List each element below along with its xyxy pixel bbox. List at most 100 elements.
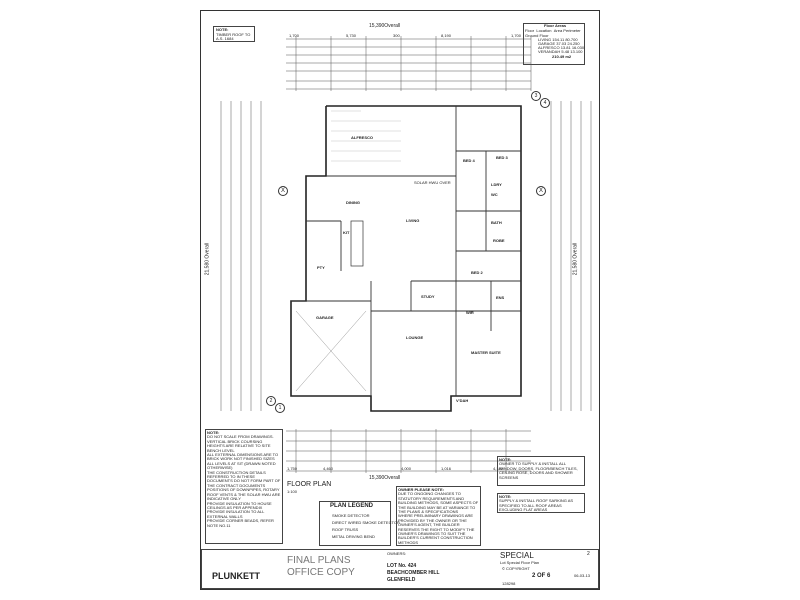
- timber-roof-note-title: NOTE:: [216, 27, 229, 32]
- grid-marker-2: 2: [266, 396, 276, 406]
- floor-areas-row: ALFRESCO 13.81 16.030: [538, 45, 585, 50]
- revision-number: 2: [587, 551, 590, 557]
- room-pty: PTY: [317, 265, 325, 270]
- cell: 5.48: [561, 49, 570, 54]
- room-lounge: LOUNGE: [406, 335, 424, 340]
- header-location: Location: [536, 28, 552, 33]
- design-name: SPECIAL: [500, 551, 534, 560]
- top-dim: 5,730: [346, 33, 357, 38]
- plan-legend: PLAN LEGEND SMOKE DETECTOR DIRECT WIRED …: [319, 501, 400, 546]
- bottom-dim: 4,180: [493, 466, 504, 471]
- street-name: BEACHCOMBER HILL: [387, 570, 440, 576]
- room-alfresco: ALFRESCO: [351, 135, 373, 140]
- room-study: STUDY: [421, 294, 435, 299]
- title-block: PLUNKETT FINAL PLANS OFFICE COPY OWNERS:…: [201, 549, 599, 589]
- room-master-suite: MASTER SUITE: [471, 350, 501, 355]
- cell: VERANDAH: [538, 49, 561, 54]
- room-garage: GARAGE: [316, 315, 334, 320]
- job-number: 128298: [502, 581, 516, 586]
- floor-areas-header: Floor Location Area Perimeter: [525, 28, 581, 33]
- general-notes-list: DO NOT SCALE FROM DRAWINGS. VERTICAL BRI…: [207, 434, 281, 528]
- sheet-number: 2 OF 6: [532, 573, 551, 579]
- grid-marker-4: 4: [540, 98, 550, 108]
- floor-areas-total: 210.49 m2: [552, 54, 572, 59]
- general-notes-title: NOTE:: [207, 430, 220, 435]
- top-dim: 300: [393, 33, 400, 38]
- room-solar-hwu: SOLAR HWU OVER: [414, 180, 451, 185]
- cell: LIVING: [538, 37, 552, 42]
- bottom-dim: 1,750: [287, 466, 298, 471]
- floor-plan-title: FLOOR PLAN: [287, 481, 332, 488]
- bottom-dim: 4,000: [401, 466, 412, 471]
- cell: 13.81: [560, 45, 571, 50]
- room-wc: WC: [491, 192, 498, 197]
- floor-plan-drawing: [220, 36, 592, 473]
- room-vdah: V'DAH: [456, 398, 469, 403]
- cell: GARAGE: [538, 41, 556, 46]
- note-item: PROVIDE INSULATION TO ALL EXTERNAL WALLS: [207, 509, 265, 519]
- room-kit: KIT: [343, 230, 350, 235]
- overall-top-dimension: 15,390Overall: [369, 23, 401, 29]
- supply-install-note-title: NOTE:: [499, 457, 512, 462]
- owner-note-item: DUE TO ONGOING CHANGES TO STATUTORY REQU…: [398, 491, 479, 515]
- note-item: PROVIDE INSULATION TO HOUSE CEILINGS AS …: [207, 500, 272, 510]
- lot-number: LOT No. 424: [387, 563, 417, 569]
- room-living: LIVING: [406, 218, 420, 223]
- grid-marker-x-left: X: [278, 186, 288, 196]
- sarking-note: NOTE: SUPPLY & INSTALL ROOF SARKING AS S…: [497, 493, 585, 513]
- final-plans-stamp-1: FINAL PLANS: [287, 555, 351, 566]
- supply-install-note-text: OWNER TO SUPPLY & INSTALL ALL WINDOW, DO…: [499, 461, 578, 480]
- timber-roof-note-line1: TIMBER ROOF TO: [216, 32, 251, 37]
- drawing-sheet: NOTE: TIMBER ROOF TO A.S. 1684 Floor Are…: [200, 10, 600, 590]
- supply-install-note: NOTE: OWNER TO SUPPLY & INSTALL ALL WIND…: [497, 456, 585, 486]
- room-bath: BATH: [491, 220, 502, 225]
- note-item: ALL LEVELS AT SIT (DRAWN NOTED OTHERWISE…: [207, 460, 276, 471]
- owner-note-item: WHERE PRELIMINARY DRAWINGS ARE PROVIDED …: [398, 513, 475, 545]
- room-wir: WIR: [466, 310, 474, 315]
- overall-bottom-dimension: 15,390Overall: [369, 475, 401, 481]
- cell: 80.700: [565, 37, 578, 42]
- design-subtitle: Lot Special Floor Plan: [500, 560, 540, 565]
- floor-areas-title: Floor Areas: [544, 23, 567, 28]
- general-notes: NOTE: DO NOT SCALE FROM DRAWINGS. VERTIC…: [205, 429, 283, 544]
- bottom-dim: 4,460: [323, 466, 334, 471]
- room-bed2: BED 2: [471, 270, 483, 275]
- timber-roof-note-line2: A.S. 1684: [216, 36, 234, 41]
- cell: 37.03: [556, 41, 567, 46]
- room-bed4: BED 4: [463, 158, 475, 163]
- note-item: POSITIONS OF DOWNPIPES, ROTARY ROOF VENT…: [207, 487, 281, 502]
- grid-marker-1: 1: [275, 403, 285, 413]
- floor-areas-row: VERANDAH 5.48 13.100: [538, 49, 583, 54]
- room-ens: ENS: [496, 295, 505, 300]
- room-ldry: LDRY: [491, 182, 502, 187]
- note-item: PROVIDE CORNER BEADS, REFER NOTE NO.11: [207, 518, 274, 528]
- suburb-name: GLENFIELD: [387, 577, 416, 583]
- floor-plan-scale: 1:100: [287, 489, 298, 494]
- cell: 16.030: [571, 45, 585, 50]
- note-item: THE CONSTRUCTION DETAILS REFERRED TO IN …: [207, 469, 281, 488]
- plan-legend-title: PLAN LEGEND: [330, 503, 374, 509]
- legend-item: METAL DRIVING BEND: [332, 534, 375, 539]
- owner-note-title: OWNER PLEASE NOTE:: [398, 487, 445, 492]
- room-dining: DINING: [346, 200, 360, 205]
- grid-marker-3: 3: [531, 91, 541, 101]
- legend-item: DIRECT WIRED SMOKE DETECTOR: [332, 520, 400, 525]
- top-dim: 1,700: [511, 33, 522, 38]
- top-dim: 1,700: [289, 33, 300, 38]
- cell: 154.11: [552, 37, 565, 42]
- copyright-text: © COPYRIGHT: [502, 566, 530, 571]
- cell: ALFRESCO: [538, 45, 560, 50]
- room-bed3: BED 3: [496, 155, 508, 160]
- header-floor: Floor: [525, 28, 535, 33]
- floor-areas-row-ground: Ground Floor: [525, 33, 549, 38]
- header-area: Area: [553, 28, 563, 33]
- timber-roof-note: NOTE: TIMBER ROOF TO A.S. 1684: [213, 26, 255, 42]
- owner-please-note: OWNER PLEASE NOTE: DUE TO ONGOING CHANGE…: [396, 486, 481, 546]
- legend-item: ROOF TRUSS: [332, 527, 359, 532]
- owners-label: OWNERS:: [387, 551, 407, 556]
- company-name: PLUNKETT: [212, 571, 260, 581]
- sarking-note-text: SUPPLY & INSTALL ROOF SARKING AS SPECIFI…: [499, 498, 574, 513]
- legend-item: SMOKE DETECTOR: [332, 513, 370, 518]
- bottom-dim: 1,016: [441, 466, 452, 471]
- floor-areas-row: GARAGE 37.03 24.250: [538, 41, 580, 46]
